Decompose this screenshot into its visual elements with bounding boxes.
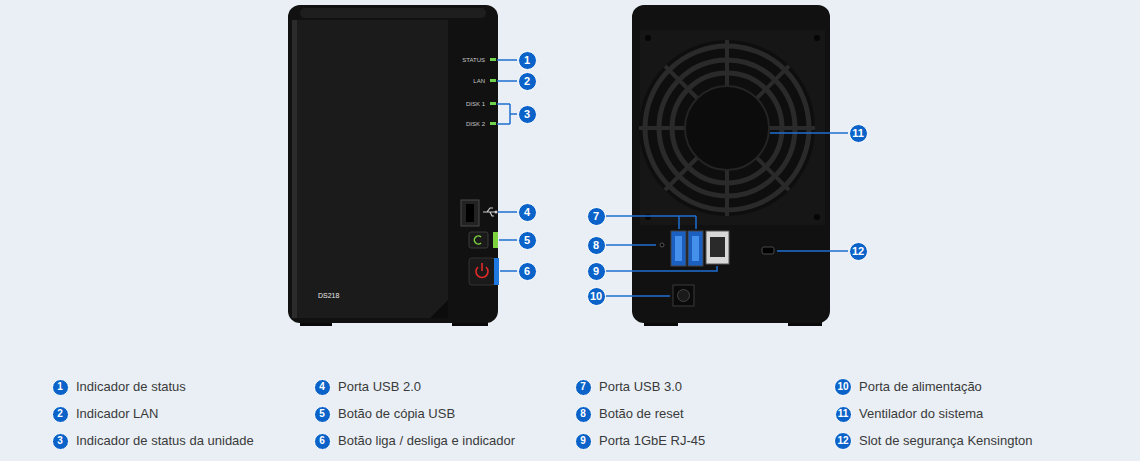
- callout-number-text: 7: [580, 382, 586, 392]
- callout-number: 9: [575, 433, 592, 450]
- callout-number: 6: [314, 433, 331, 450]
- part-description: Slot de segurança Kensington: [859, 434, 1032, 448]
- part-description: Ventilador do sistema: [859, 407, 983, 421]
- callout-number: 7: [587, 207, 606, 226]
- callout-number: 7: [575, 379, 592, 396]
- callout-number-text: 11: [838, 409, 849, 419]
- callout-number: 8: [575, 406, 592, 423]
- part-description: Botão de reset: [599, 407, 684, 421]
- part-description: Porta 1GbE RJ-45: [599, 434, 705, 448]
- callout-number: 12: [849, 242, 868, 261]
- part-description: Indicador de status da unidade: [76, 434, 254, 448]
- callout-number: 11: [835, 406, 852, 423]
- callout-number-text: 2: [57, 409, 63, 419]
- led-label: LAN: [473, 78, 485, 85]
- callout-number-text: 6: [319, 436, 325, 446]
- callout-number: 8: [587, 236, 606, 255]
- callout-number-text: 3: [524, 109, 530, 120]
- callout-number: 11: [849, 124, 868, 143]
- callout-number-text: 7: [593, 211, 599, 222]
- callout-number-text: 11: [852, 128, 864, 139]
- callout-number-text: 8: [593, 240, 599, 251]
- callout-number-text: 3: [57, 436, 63, 446]
- callout-number: 4: [518, 203, 537, 222]
- callout-number: 9: [587, 262, 606, 281]
- front-view: [288, 5, 517, 326]
- callout-number: 2: [52, 406, 69, 423]
- callout-number: 6: [518, 262, 537, 281]
- callout-number-text: 1: [57, 382, 63, 392]
- callout-number: 10: [587, 287, 606, 306]
- callout-number-text: 10: [590, 291, 602, 302]
- callout-number-text: 1: [524, 55, 530, 66]
- callout-number-text: 8: [580, 409, 586, 419]
- part-description: Indicador LAN: [76, 407, 158, 421]
- part-description: Porta USB 3.0: [599, 380, 682, 394]
- callout-number: 3: [52, 433, 69, 450]
- callout-number-text: 12: [852, 246, 864, 257]
- led-label: DISK 1: [466, 101, 485, 108]
- callout-number-text: 2: [524, 76, 530, 87]
- callout-number-text: 9: [580, 436, 586, 446]
- part-description: Porta de alimentação: [859, 380, 982, 394]
- callout-number: 3: [518, 105, 537, 124]
- callout-number-text: 9: [593, 266, 599, 277]
- part-description: Botão liga / desliga e indicador: [338, 434, 515, 448]
- callout-number-text: 5: [319, 409, 325, 419]
- callout-number: 5: [518, 231, 537, 250]
- callout-number: 1: [52, 379, 69, 396]
- callout-number-text: 5: [524, 235, 530, 246]
- callout-number: 10: [834, 378, 852, 396]
- led-label: STATUS: [462, 57, 485, 64]
- part-description: Porta USB 2.0: [338, 380, 421, 394]
- callout-number: 5: [314, 406, 331, 423]
- callout-number: 1: [518, 51, 537, 70]
- led-label: DISK 2: [466, 121, 485, 128]
- model-name: DS218: [318, 292, 339, 300]
- callout-number: 12: [834, 432, 852, 450]
- callout-number-text: 4: [319, 382, 325, 392]
- part-description: Indicador de status: [76, 380, 186, 394]
- callout-number: 2: [518, 72, 537, 91]
- callout-number-text: 4: [524, 207, 530, 218]
- callout-number: 4: [314, 379, 331, 396]
- callout-number-text: 10: [837, 382, 848, 392]
- part-description: Botão de cópia USB: [338, 407, 455, 421]
- callout-number-text: 12: [837, 436, 848, 446]
- rear-view: [606, 5, 848, 326]
- callout-number-text: 6: [524, 266, 530, 277]
